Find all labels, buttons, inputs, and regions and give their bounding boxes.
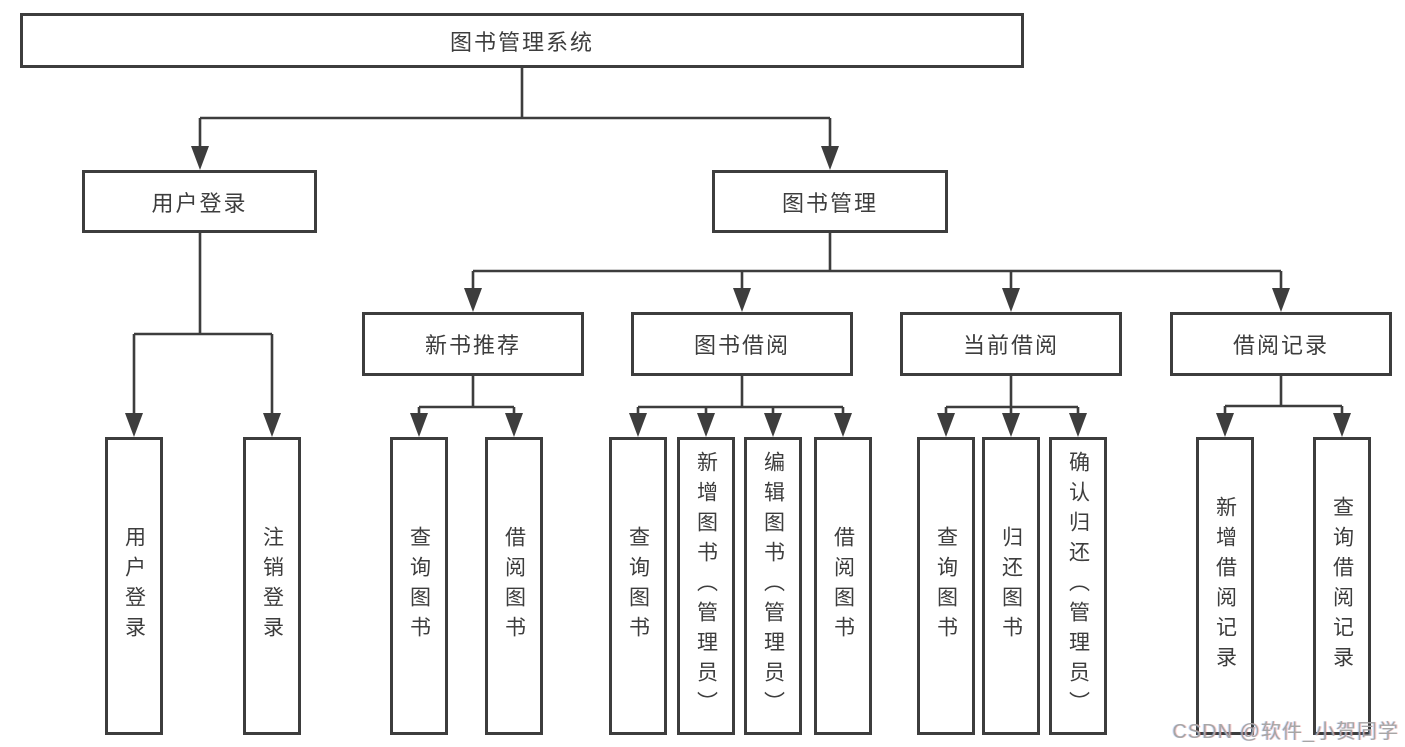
node-user-login: 用户登录 <box>82 170 317 233</box>
connector-currentborrow-children <box>937 376 1087 437</box>
node-label: 借阅图书 <box>502 526 526 646</box>
leaf-return-book: 归还图书 <box>982 437 1040 735</box>
connector-userlogin-children <box>125 233 281 437</box>
node-label: 图书借阅 <box>693 333 790 358</box>
leaf-borrow-book: 借阅图书 <box>814 437 872 735</box>
node-label: 编辑图书（管理员） <box>761 451 785 721</box>
node-label: 图书管理系统 <box>449 29 594 55</box>
leaf-user-login: 用户登录 <box>105 437 163 735</box>
connector-bookmgmt-to-level3 <box>464 233 1290 312</box>
leaf-add-book-admin: 新增图书（管理员） <box>677 437 735 735</box>
node-label: 借阅记录 <box>1232 333 1329 358</box>
leaf-logout-login: 注销登录 <box>243 437 301 735</box>
leaf-query-book-current: 查询图书 <box>917 437 975 735</box>
node-label: 查询借阅记录 <box>1330 496 1354 676</box>
leaf-query-book-recommend: 查询图书 <box>390 437 448 735</box>
leaf-query-book-borrow: 查询图书 <box>609 437 667 735</box>
node-label: 借阅图书 <box>831 526 855 646</box>
leaf-confirm-return-admin: 确认归还（管理员） <box>1049 437 1107 735</box>
node-label: 归还图书 <box>999 526 1023 646</box>
node-label: 确认归还（管理员） <box>1066 451 1090 721</box>
node-borrow-records: 借阅记录 <box>1170 312 1392 376</box>
node-new-book-recommend: 新书推荐 <box>362 312 584 376</box>
connector-records-children <box>1216 376 1351 437</box>
connector-bookborrow-children <box>629 376 852 437</box>
node-label: 注销登录 <box>260 526 284 646</box>
node-book-management: 图书管理 <box>712 170 948 233</box>
node-label: 当前借阅 <box>962 333 1059 358</box>
leaf-add-borrow-record: 新增借阅记录 <box>1196 437 1254 735</box>
connector-root-to-level2 <box>191 68 839 170</box>
node-label: 新增图书（管理员） <box>694 451 718 721</box>
node-label: 查询图书 <box>407 526 431 646</box>
node-label: 查询图书 <box>626 526 650 646</box>
node-label: 用户登录 <box>122 526 146 646</box>
leaf-borrow-book-recommend: 借阅图书 <box>485 437 543 735</box>
connector-newbook-children <box>410 376 523 437</box>
leaf-edit-book-admin: 编辑图书（管理员） <box>744 437 802 735</box>
node-label: 用户登录 <box>151 190 248 216</box>
node-label: 新增借阅记录 <box>1213 496 1237 676</box>
node-book-borrow: 图书借阅 <box>631 312 853 376</box>
csdn-watermark: CSDN @软件_小贺同学 <box>1172 721 1399 743</box>
node-root-system: 图书管理系统 <box>20 13 1024 68</box>
node-current-borrow: 当前借阅 <box>900 312 1122 376</box>
node-label: 图书管理 <box>781 190 878 216</box>
leaf-query-borrow-record: 查询借阅记录 <box>1313 437 1371 735</box>
node-label: 查询图书 <box>934 526 958 646</box>
node-label: 新书推荐 <box>424 333 521 358</box>
